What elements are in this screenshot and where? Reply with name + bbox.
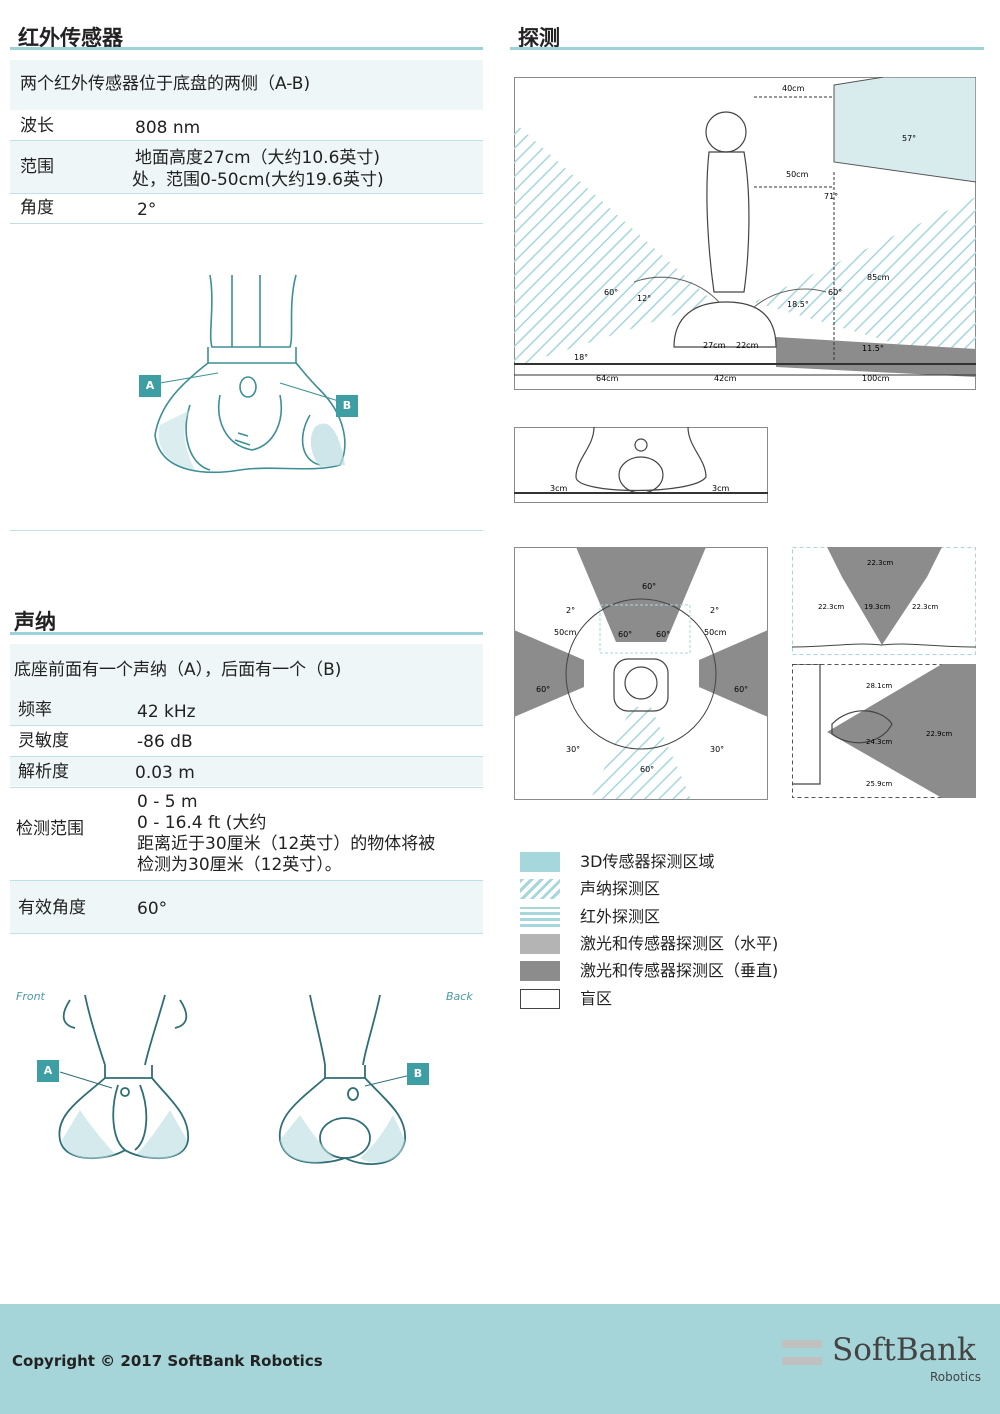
svg-text:50cm: 50cm	[786, 170, 809, 179]
svg-text:71°: 71°	[824, 192, 838, 201]
legend-label: 激光和传感器探测区（垂直)	[580, 961, 779, 980]
svg-text:22.3cm: 22.3cm	[912, 603, 938, 611]
ir-row-value: 808 nm	[135, 118, 201, 138]
legend-swatch-ir	[520, 907, 560, 927]
sonar-range-label: 检测范围	[16, 819, 84, 839]
svg-text:3cm: 3cm	[712, 484, 729, 493]
legend-label: 激光和传感器探测区（水平)	[580, 934, 779, 953]
svg-text:57°: 57°	[902, 134, 916, 143]
svg-text:100cm: 100cm	[862, 374, 890, 383]
sonar-row-value: 0.03 m	[135, 763, 195, 783]
sonar-range-line: 检测为30厘米（12英寸）。	[137, 855, 342, 875]
svg-text:24.3cm: 24.3cm	[866, 738, 892, 746]
svg-text:12°: 12°	[637, 294, 651, 303]
sonar-row-value: 42 kHz	[137, 702, 196, 722]
svg-text:64cm: 64cm	[596, 374, 619, 383]
legend-swatch-blind	[520, 989, 560, 1009]
ir-marker-a: A	[139, 375, 161, 397]
svg-text:60°: 60°	[734, 685, 748, 694]
svg-text:42cm: 42cm	[714, 374, 737, 383]
sonar-row-label: 灵敏度	[18, 731, 69, 751]
svg-text:50cm: 50cm	[554, 628, 577, 637]
detection-section-title: 探测	[518, 26, 560, 50]
ir-row-value: 2°	[137, 200, 157, 220]
svg-text:85cm: 85cm	[867, 273, 890, 282]
svg-text:18.5°: 18.5°	[787, 300, 809, 309]
sonar-back-tag: Back	[446, 990, 473, 1003]
logo-bar-icon	[782, 1357, 822, 1365]
legend-label: 红外探测区	[580, 907, 661, 926]
svg-text:30°: 30°	[710, 745, 724, 754]
ir-section-title: 红外传感器	[18, 26, 123, 50]
svg-text:60°: 60°	[656, 630, 670, 639]
brand-logo: SoftBank	[832, 1332, 976, 1368]
front-base-view: 3cm 3cm	[514, 427, 768, 503]
sonar-front-tag: Front	[16, 990, 45, 1003]
sonar-angle-label: 有效角度	[18, 898, 86, 918]
logo-bar-icon	[782, 1340, 822, 1348]
ir-description: 两个红外传感器位于底盘的两侧（A-B)	[20, 74, 311, 94]
svg-text:3cm: 3cm	[550, 484, 567, 493]
legend-label: 3D传感器探测区域	[580, 852, 715, 871]
svg-text:28.1cm: 28.1cm	[866, 682, 892, 690]
detection-title-rule	[510, 47, 984, 50]
svg-text:60°: 60°	[618, 630, 632, 639]
svg-text:25.9cm: 25.9cm	[866, 780, 892, 788]
copyright-text: Copyright © 2017 SoftBank Robotics	[12, 1352, 323, 1370]
brand-subtitle: Robotics	[930, 1370, 981, 1384]
svg-text:22.3cm: 22.3cm	[818, 603, 844, 611]
sonar-row-label: 解析度	[18, 762, 69, 782]
ir-row-value-2: 处，范围0-50cm(大约19.6英寸)	[132, 170, 384, 190]
sonar-row-label: 频率	[18, 700, 52, 720]
top-view-diagram: 60° 2° 2° 50cm 50cm 60° 60° 60° 60° 30° …	[514, 547, 768, 800]
legend-swatch-3d	[520, 852, 560, 872]
svg-text:22.9cm: 22.9cm	[926, 730, 952, 738]
ir-description-band	[10, 60, 483, 110]
legend-label: 声纳探测区	[580, 879, 661, 898]
sonar-section-title: 声纳	[14, 610, 56, 634]
svg-text:19.3cm: 19.3cm	[864, 603, 890, 611]
svg-text:50cm: 50cm	[704, 628, 727, 637]
sonar-description: 底座前面有一个声纳（A），后面有一个（B)	[14, 660, 342, 680]
svg-text:60°: 60°	[640, 765, 654, 774]
sonar-row-value: -86 dB	[137, 732, 193, 752]
legend-label: 盲区	[580, 989, 613, 1008]
svg-text:22.3cm: 22.3cm	[867, 559, 893, 567]
svg-text:11.5°: 11.5°	[862, 344, 884, 353]
sonar-title-rule	[10, 632, 483, 635]
legend-swatch-laser-horizontal	[520, 934, 560, 954]
inset-top-diagram: 22.3cm 22.3cm 19.3cm 22.3cm	[792, 547, 976, 655]
svg-text:60°: 60°	[642, 582, 656, 591]
svg-text:22cm: 22cm	[736, 341, 759, 350]
svg-text:60°: 60°	[536, 685, 550, 694]
ir-title-rule	[10, 47, 483, 50]
sonar-range-line: 距离近于30厘米（12英寸）的物体将被	[137, 834, 436, 854]
sonar-range-line: 0 - 16.4 ft (大约	[137, 813, 267, 833]
svg-text:40cm: 40cm	[782, 84, 805, 93]
sonar-angle-value: 60°	[137, 899, 168, 919]
legend-swatch-laser-vertical	[520, 961, 560, 981]
svg-text:60°: 60°	[604, 288, 618, 297]
svg-text:30°: 30°	[566, 745, 580, 754]
sonar-marker-a: A	[37, 1060, 59, 1082]
sonar-front-illustration	[58, 994, 189, 1160]
svg-text:2°: 2°	[710, 606, 719, 615]
ir-base-illustration	[154, 274, 346, 474]
sonar-marker-b: B	[407, 1063, 429, 1085]
svg-text:18°: 18°	[574, 353, 588, 362]
svg-text:27cm: 27cm	[703, 341, 726, 350]
ir-row-label: 范围	[20, 157, 54, 177]
inset-bottom-diagram: 28.1cm 22.9cm 24.3cm 25.9cm	[792, 664, 976, 798]
legend-swatch-sonar	[520, 879, 560, 899]
ir-marker-b: B	[336, 395, 358, 417]
ir-row-value: 地面高度27cm（大约10.6英寸)	[135, 148, 381, 168]
sonar-back-illustration	[278, 994, 416, 1165]
ir-row-label: 波长	[20, 116, 54, 136]
side-view-diagram: 40cm 57° 50cm 71° 85cm 60° 12° 60° 18.5°…	[514, 77, 976, 390]
sonar-range-line: 0 - 5 m	[137, 792, 198, 812]
svg-text:2°: 2°	[566, 606, 575, 615]
ir-row-label: 角度	[20, 198, 54, 218]
svg-text:60°: 60°	[828, 288, 842, 297]
footer-band	[0, 1304, 1000, 1414]
